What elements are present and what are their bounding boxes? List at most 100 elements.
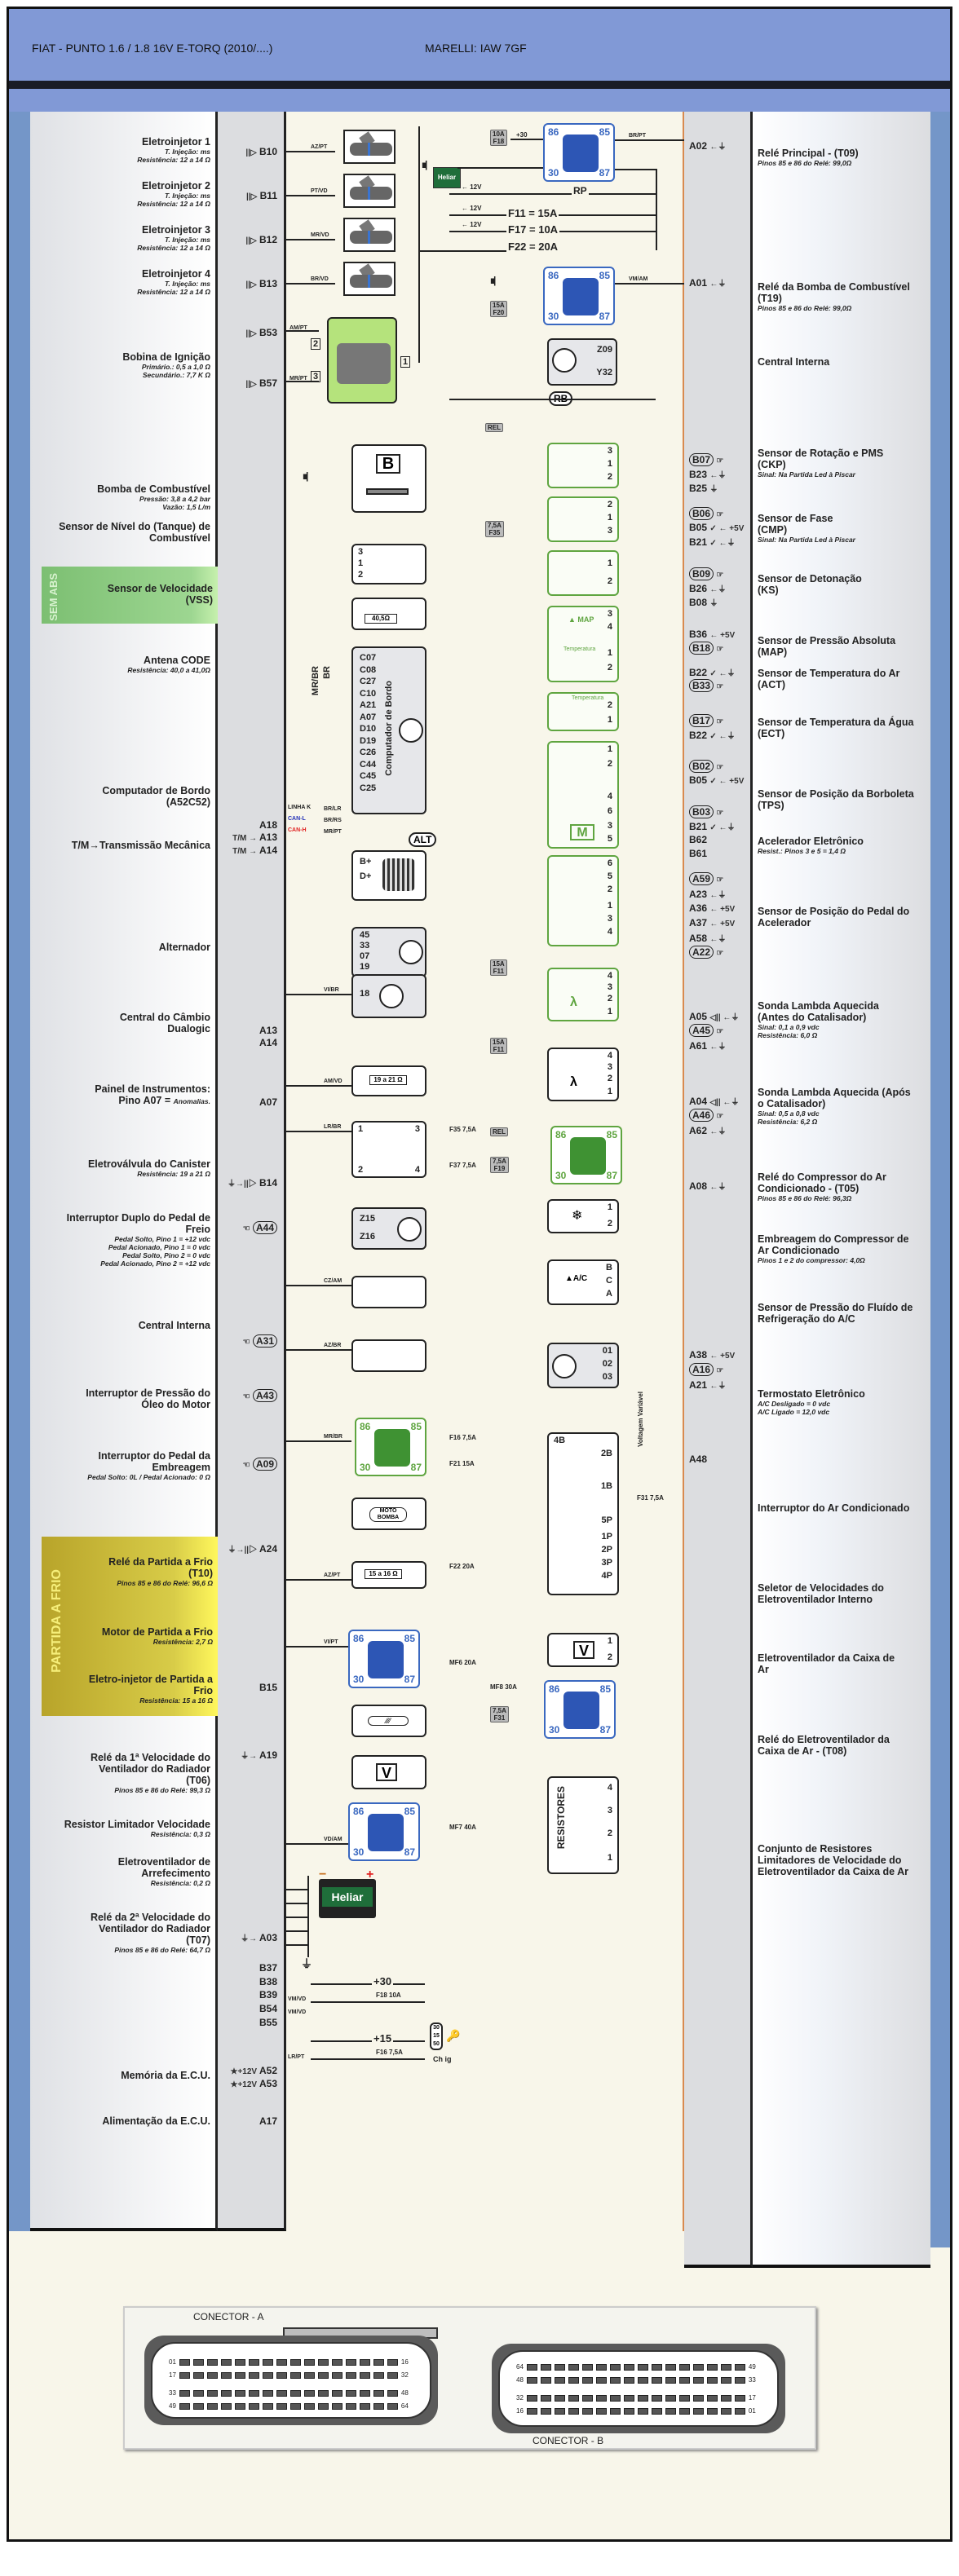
transistor-icon: [379, 984, 404, 1008]
label-ecu-power: Alimentação da E.C.U.: [102, 2115, 210, 2127]
wire-label: MR/PT: [289, 376, 307, 382]
pin-A01: A01 ←⏚: [689, 277, 727, 289]
pin-A59: A59 ☞: [689, 872, 723, 885]
trip-computer-label: Computador de Bordo: [384, 681, 394, 776]
pin-B54: B54: [259, 2003, 277, 2014]
label-ecu-memory: Memória da E.C.U.: [121, 2070, 210, 2081]
fuse-F35: F35 7,5A: [449, 1126, 476, 1133]
pin-B02: B02 ☞: [689, 760, 723, 773]
can-l-label: CAN-L: [288, 816, 306, 822]
ground-icon: ııı|: [303, 470, 309, 482]
ac-switch-fan-selector: 4B 2B 1B 5P 1P 2P 3P 4P: [547, 1432, 619, 1595]
pin-B15: B15: [259, 1682, 277, 1693]
ground-icon: ııı|: [490, 275, 497, 286]
label-trip-computer: Computador de Bordo (A52C52): [102, 785, 210, 808]
wire-label: LR/PT: [288, 2054, 305, 2060]
fuse-F37: F37 7,5A: [449, 1162, 476, 1169]
injector-1: [343, 130, 396, 164]
pin-B38: B38: [259, 1976, 277, 1987]
pin-B22-ect: B22 ✓ ←⏚: [689, 730, 736, 741]
pin-A58: A58 ←⏚: [689, 933, 727, 944]
label-alternator: Alternador: [158, 942, 210, 953]
vehicle-title: FIAT - PUNTO 1.6 / 1.8 16V E-TORQ (2010/…: [32, 42, 273, 55]
partida-a-frio-badge: PARTIDA A FRIO: [50, 1569, 64, 1673]
pin-B13: ||▷ B13: [245, 278, 277, 289]
rail-plus30: +30: [372, 1975, 394, 1987]
pin-A14-dualogic: A14: [259, 1037, 277, 1048]
ac-compressor-relay-T05: 86 85 30 87: [550, 1126, 622, 1184]
label-ac-switch: Interruptor do Ar Condicionado: [758, 1502, 910, 1514]
pin-A21: A21 ←⏚: [689, 1379, 727, 1391]
injector-4: [343, 262, 396, 296]
cooling-fan: V: [351, 1755, 426, 1789]
label-instrument-panel: Painel de Instrumentos: Pino A07 = Anoma…: [95, 1083, 210, 1106]
label-blower-motor: Eletroventilador da Caixa de Ar: [758, 1652, 895, 1675]
label-lambda-post: Sonda Lambda Aquecida (Após o Catalisado…: [758, 1087, 911, 1126]
wire-label: BR/PT: [629, 133, 646, 139]
fuse-F21: F21 15A: [449, 1460, 475, 1467]
transistor-icon: [397, 1217, 422, 1242]
pin-B05: B05 ✓ ← +5V: [689, 522, 745, 533]
fan-relay-T06: 86 85 30 87: [348, 1630, 420, 1688]
pin-B07: B07 ☞: [689, 453, 723, 466]
pin-A24: ⏚→||▷ A24: [228, 1543, 277, 1555]
pin-B61: B61: [689, 848, 708, 859]
fuse-F22: F22 20A: [449, 1563, 475, 1570]
transistor-icon: [399, 718, 423, 743]
pin-B17: B17 ☞: [689, 714, 723, 727]
wire-label: PT/VD: [311, 188, 328, 194]
right-ecu-pins: A02 ←⏚ A01 ←⏚ B07 ☞ B23 ←⏚ B25 ⏚ B06 ☞ B…: [684, 112, 753, 2268]
label-ect: Sensor de Temperatura da Água (ECT): [758, 717, 914, 739]
coil-pin: 1: [400, 356, 411, 368]
pin-B39: B39: [259, 1989, 277, 2000]
blower-relay-T08: 86 85 30 87: [544, 1680, 616, 1739]
schematic-area: AZ/PT PT/VD MR/VD BR/VD AM/PT MR/PT 2 3 …: [286, 112, 684, 2231]
pin-B10: ||▷ B10: [245, 146, 277, 157]
wiring-diagram-page: FIAT - PUNTO 1.6 / 1.8 16V E-TORQ (2010/…: [7, 7, 952, 2542]
left-ecu-pins: ||▷ B10 ||▷ B11 ||▷ B12 ||▷ B13 ||▷ B53 …: [218, 112, 286, 2231]
label-lambda-pre: Sonda Lambda Aquecida (Antes do Catalisa…: [758, 1000, 879, 1039]
level-sensor-icon: [366, 488, 409, 495]
snowflake-icon: ❄: [572, 1209, 583, 1223]
linha-k-label: LINHA K: [288, 805, 312, 810]
speed-limit-resistor: ⁄⁄⁄⁄: [351, 1705, 426, 1737]
pin-A04: A04 ◁|| ←⏚: [689, 1096, 740, 1107]
pin-A45: A45 ☞: [689, 1024, 723, 1037]
pin-A07: A07: [259, 1096, 277, 1108]
header-strip: [9, 89, 950, 112]
label-resistor-pack: Conjunto de Resistores Limitadores de Ve…: [758, 1843, 909, 1877]
fuse-MF8: MF8 30A: [490, 1683, 517, 1691]
fuse-MF7: MF7 40A: [449, 1824, 476, 1831]
label-fuel-pump-relay: Relé da Bomba de Combustível (T19)Pinos …: [758, 281, 910, 312]
label-map: Sensor de Pressão Absoluta (MAP): [758, 635, 896, 658]
pin-A05: A05 ◁|| ←⏚: [689, 1011, 740, 1022]
label-fan-relay-2: Relé da 2ª Velocidade do Ventilador do R…: [90, 1912, 210, 1954]
label-manual-transmission: T/M→Transmissão Mecânica: [71, 840, 210, 851]
pin-A18: A18: [259, 819, 277, 831]
trip-computer-pins: C07 C08 C27 C10 A21 A07 D10 D19 C26 C44 …: [360, 653, 377, 793]
rel-block: REL: [485, 423, 503, 432]
label-act: Sensor de Temperatura do Ar (ACT): [758, 668, 900, 690]
pin-A03: ⏚→ A03: [241, 1932, 277, 1943]
pin-B33: B33 ☞: [689, 679, 723, 692]
cold-start-relay-T10: 86 85 30 87: [355, 1418, 426, 1476]
antenna-code: 40,5Ω: [351, 598, 426, 630]
